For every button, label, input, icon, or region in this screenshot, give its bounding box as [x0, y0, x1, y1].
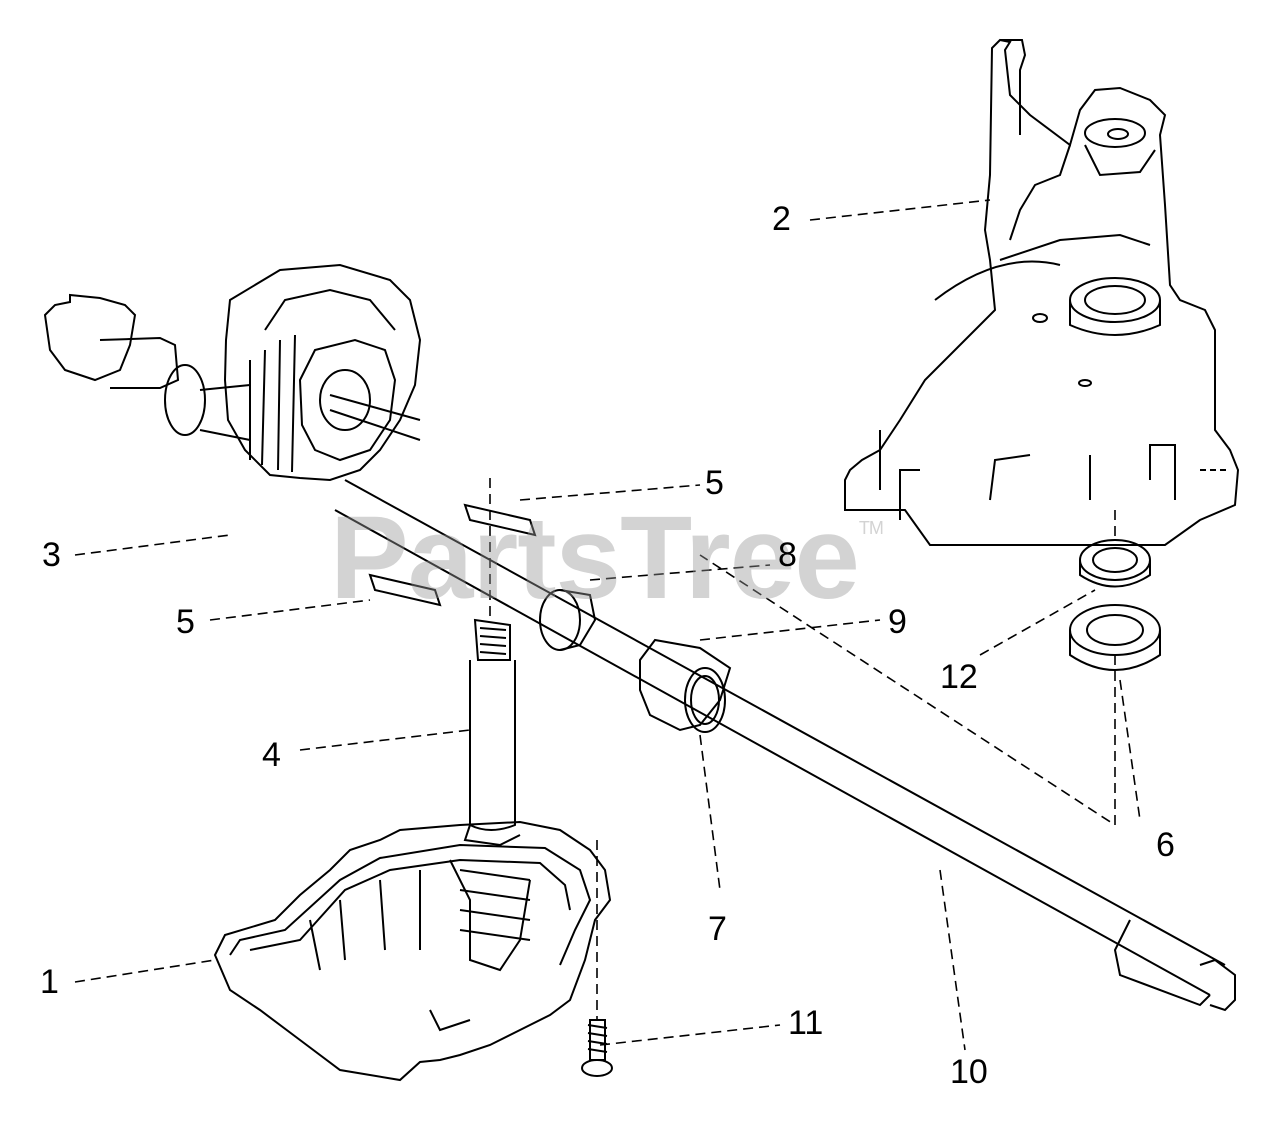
part-4-worm-shaft	[463, 618, 521, 847]
callout-11: 11	[788, 1004, 824, 1042]
callout-4: 4	[262, 736, 281, 774]
callout-12: 12	[940, 658, 978, 696]
part-1-lower-housing	[213, 820, 612, 1082]
callout-2: 2	[772, 200, 791, 238]
callout-7: 7	[708, 910, 727, 948]
part-9-collar	[639, 638, 732, 733]
part-12-bearing	[1079, 539, 1151, 588]
part-8-washer	[539, 589, 597, 651]
callout-9: 9	[888, 603, 907, 641]
watermark-text: PartsTree	[330, 492, 860, 624]
part-3-gear-shaft	[43, 263, 422, 482]
callout-6: 6	[1156, 826, 1175, 864]
part-10-shaft	[334, 479, 1236, 1012]
callout-5-lower: 5	[176, 603, 195, 641]
assembly-lines	[74, 199, 1141, 1051]
trademark-mark: TM	[858, 518, 884, 538]
callout-10: 10	[950, 1053, 988, 1091]
part-11-screw	[581, 1019, 613, 1077]
callout-3: 3	[42, 536, 61, 574]
callout-5-upper: 5	[705, 464, 724, 502]
callout-8: 8	[778, 536, 797, 574]
part-2-upper-housing	[844, 38, 1240, 546]
callout-1: 1	[40, 963, 59, 1001]
watermark: PartsTreeTM	[330, 490, 884, 626]
part-5-pin-upper	[463, 503, 537, 537]
part-5-pin-lower	[368, 573, 442, 607]
part-6-bearing	[1069, 604, 1161, 671]
